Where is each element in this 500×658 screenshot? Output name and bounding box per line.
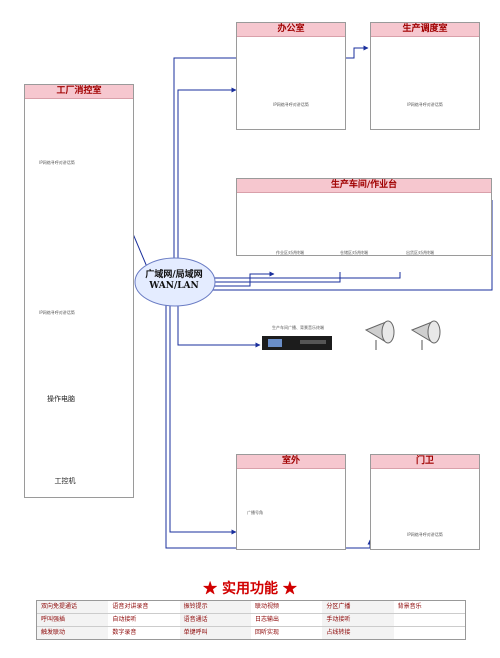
function-cell: 触发联动 <box>37 627 109 639</box>
star-icon: ★ <box>282 581 297 597</box>
ip-console-label: IP网络寻呼对讲话筒 <box>39 310 75 315</box>
office-title: 办公室 <box>237 23 345 37</box>
outdoor-box: 室外 <box>236 454 346 550</box>
function-cell: 手动接听 <box>322 614 394 626</box>
amplifier-icon <box>262 336 332 350</box>
function-cell: 联动视频 <box>254 603 279 610</box>
functions-row: 触发联动 数字录音 单键呼叫 回听实现 占线转接 <box>37 627 465 639</box>
functions-title-text: 实用功能 <box>222 581 278 597</box>
dispatch-title: 生产调度室 <box>371 23 479 37</box>
function-cell: 背景音乐 <box>397 603 422 610</box>
star-icon: ★ <box>203 581 218 597</box>
office-box: 办公室 <box>236 22 346 130</box>
gate-title: 门卫 <box>371 455 479 469</box>
function-cell: 呼叫强插 <box>37 614 109 626</box>
function-cell: 数字录音 <box>112 629 137 636</box>
function-cell: 振铃提示 <box>179 601 251 613</box>
ip-console-label: IP网络寻呼对讲话筒 <box>407 102 443 107</box>
workshop-box: 生产车间/作业台 <box>236 178 492 256</box>
operator-pc-label: 操作电脑 <box>47 395 75 403</box>
functions-table: 双向免提通话 语音对讲录音 振铃提示 联动视频 分区广播 背景音乐 呼叫强插 自… <box>36 600 466 640</box>
network-cloud-label: 广域网/局域网 WAN/LAN <box>136 270 212 292</box>
functions-row: 双向免提通话 语音对讲录音 振铃提示 联动视频 分区广播 背景音乐 <box>37 601 465 614</box>
function-cell: 单键呼叫 <box>179 627 251 639</box>
cloud-network-icon <box>134 257 216 307</box>
function-cell: 自动接听 <box>112 616 137 623</box>
ip-console-label: IP网络寻呼对讲话筒 <box>273 102 309 107</box>
function-cell: 双向免提通话 <box>37 601 109 613</box>
cloud-line1: 广域网/局域网 <box>145 270 203 280</box>
ip-console-label: IP网络寻呼对讲话筒 <box>407 532 443 537</box>
amplifier-label: 生产车间广播、背景音乐终端 <box>272 325 324 330</box>
ipc-label: 工控机 <box>54 477 76 485</box>
terminal-label-3: 出货区对讲终端 <box>406 250 434 255</box>
outdoor-title: 室外 <box>237 455 345 469</box>
horn-speaker-icon <box>410 320 441 350</box>
cloud-line2: WAN/LAN <box>149 281 199 291</box>
alarm-station-label: 工业双向报警系统 <box>293 528 325 533</box>
function-cell: 占线转接 <box>322 627 394 639</box>
gate-box: 门卫 <box>370 454 480 550</box>
function-cell <box>394 627 465 639</box>
function-cell: 分区广播 <box>322 601 394 613</box>
horn-speaker-icon <box>364 320 395 350</box>
function-cell <box>394 614 465 626</box>
dispatch-box: 生产调度室 <box>370 22 480 130</box>
outdoor-speaker-label: 广播号角 <box>247 510 263 515</box>
factory-control-title: 工厂消控室 <box>25 85 133 99</box>
factory-control-box: 工厂消控室 <box>24 84 134 498</box>
functions-row: 呼叫强插 自动接听 语音通话 日志输出 手动接听 <box>37 614 465 627</box>
function-cell: 回听实现 <box>254 629 279 636</box>
function-cell: 语音对讲录音 <box>112 603 149 610</box>
terminal-label-1: 作业区对讲终端 <box>276 250 304 255</box>
ip-console-label: IP网络寻呼对讲话筒 <box>39 160 75 165</box>
terminal-label-2: 仓储区对讲终端 <box>340 250 368 255</box>
function-cell: 语音通话 <box>179 614 251 626</box>
functions-title: ★ 实用功能 ★ <box>150 578 350 598</box>
workshop-title: 生产车间/作业台 <box>237 179 491 193</box>
function-cell: 日志输出 <box>254 616 279 623</box>
